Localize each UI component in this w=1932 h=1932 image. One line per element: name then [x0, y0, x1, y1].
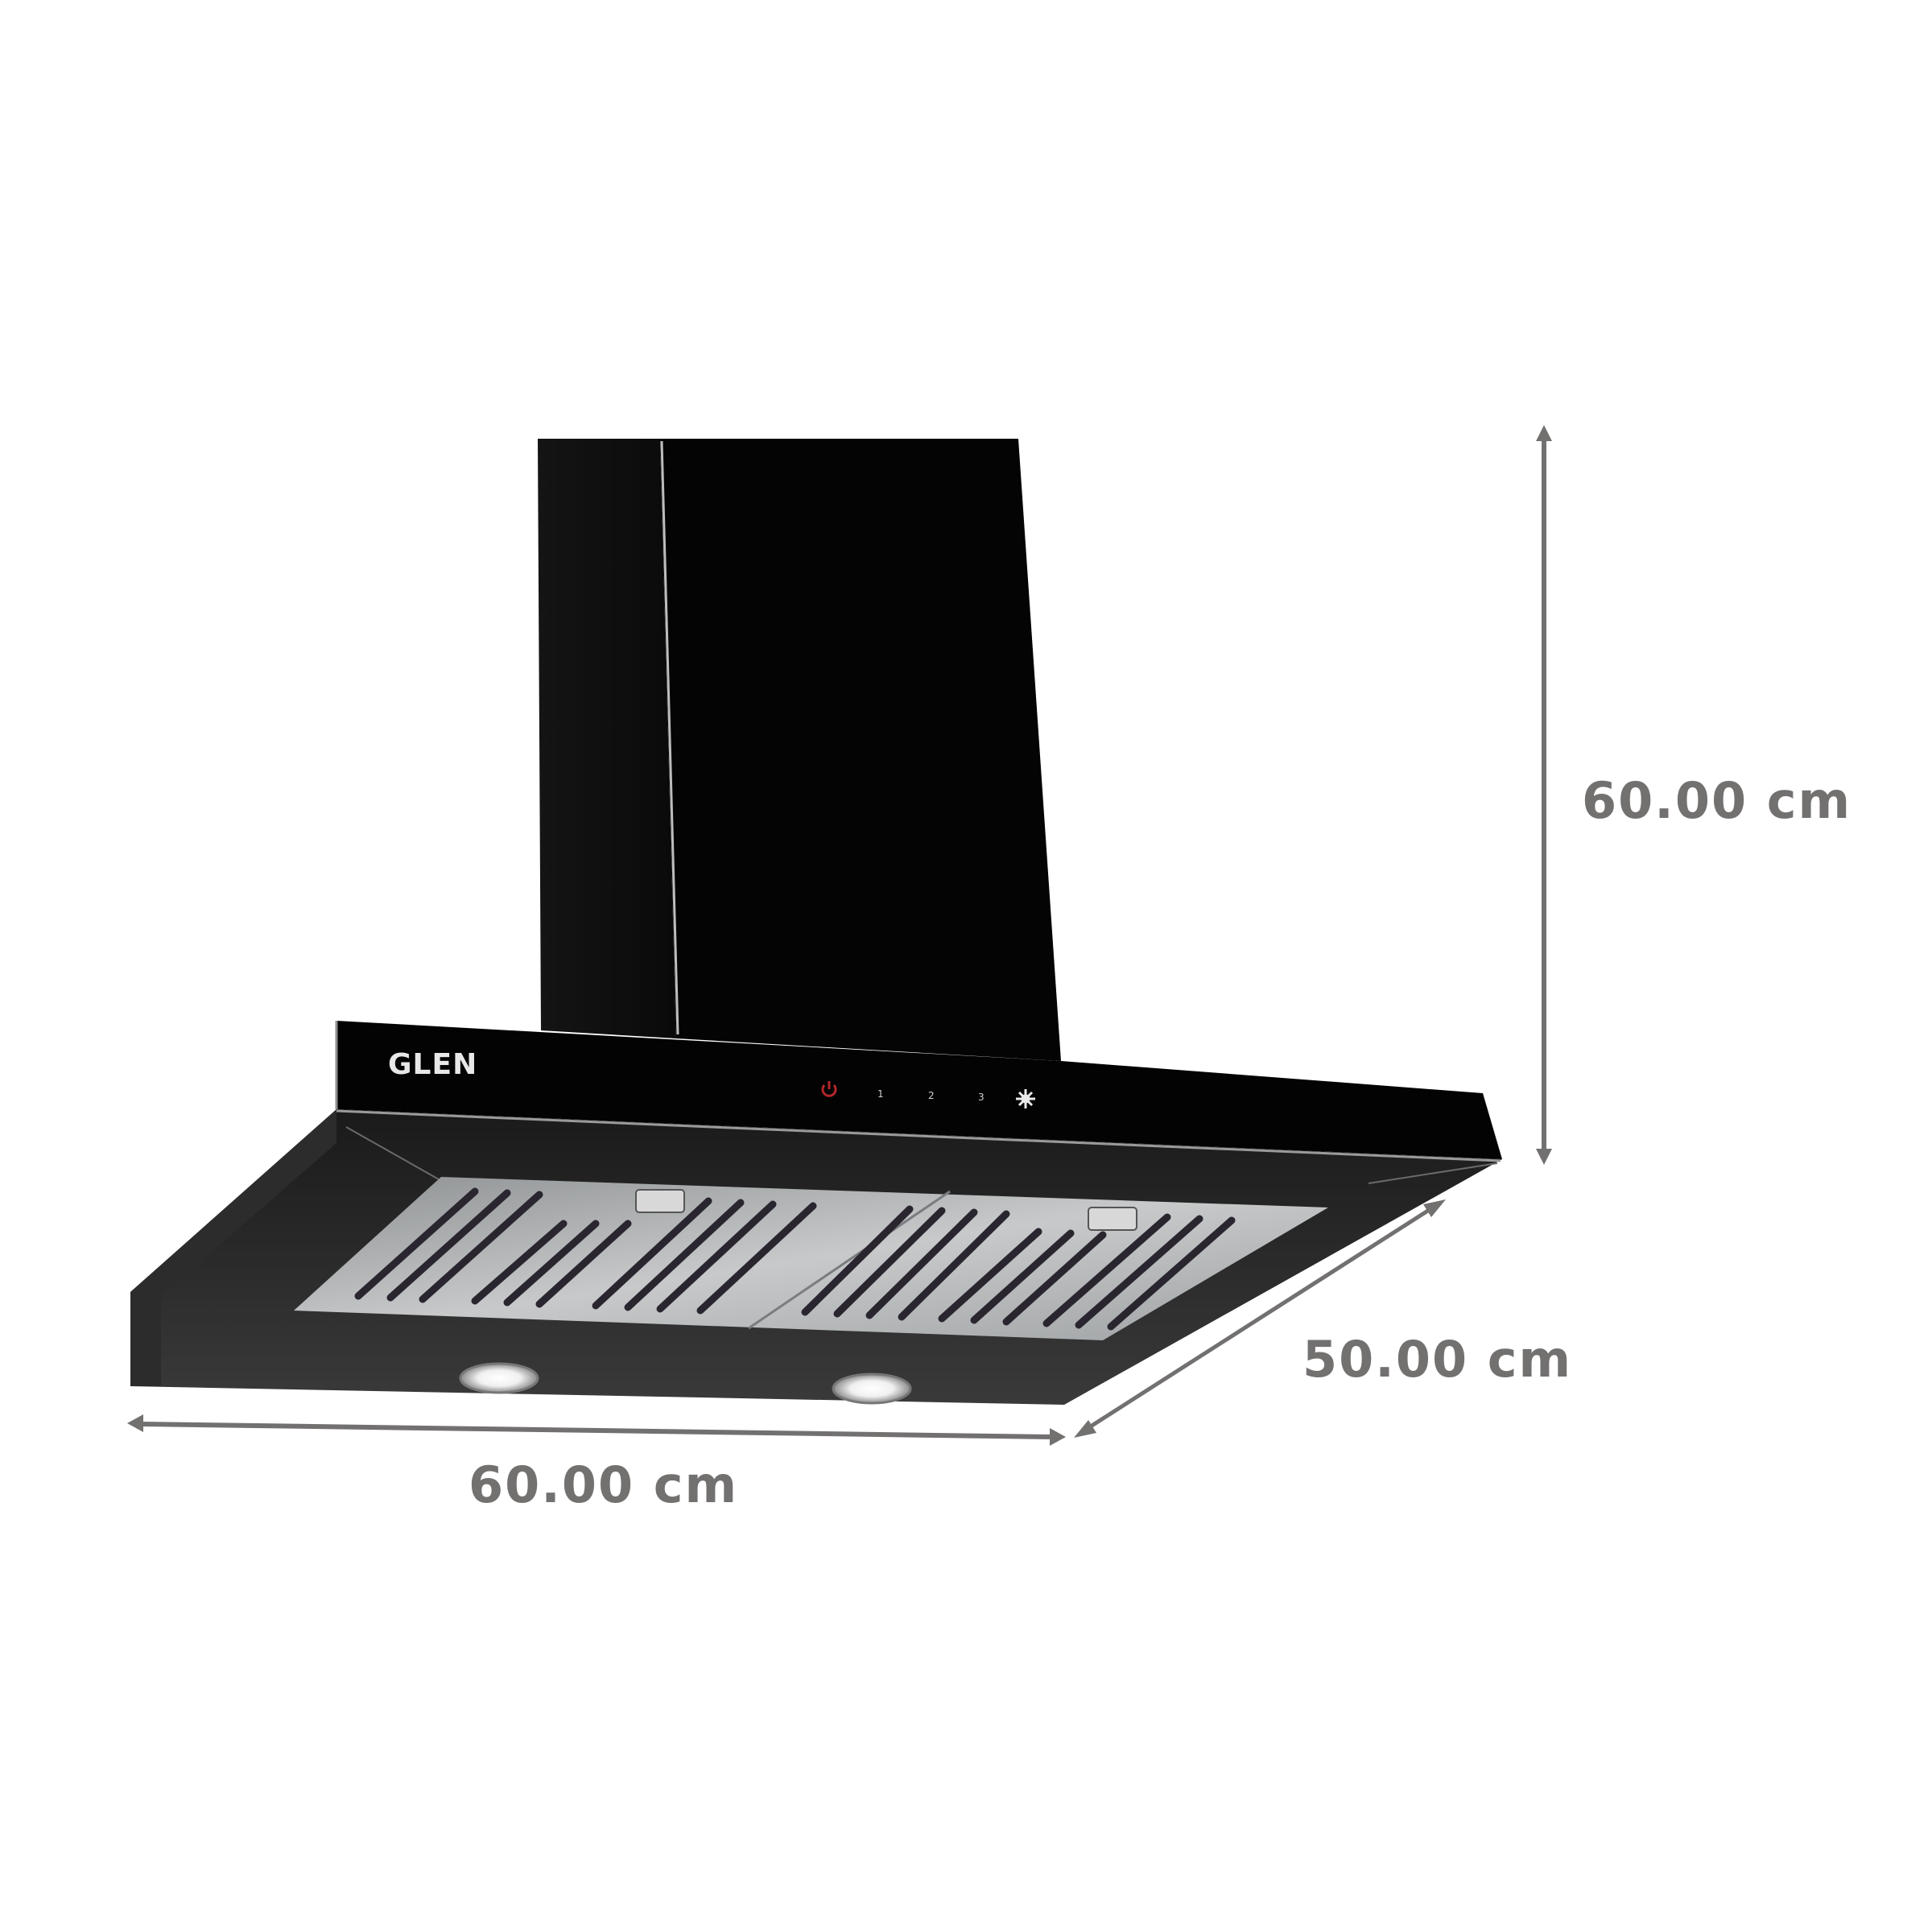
brand-logo: GLEN — [388, 1048, 478, 1081]
power-icon[interactable] — [821, 1081, 837, 1097]
width-dimension-arrow — [127, 1414, 1066, 1446]
speed-1-button[interactable]: 1 — [877, 1088, 884, 1100]
width-dimension-label: 60.00 cm — [469, 1455, 739, 1514]
control-panel — [821, 1081, 1035, 1108]
lamp-right — [832, 1373, 912, 1405]
height-dimension-label: 60.00 cm — [1582, 771, 1852, 830]
light-icon[interactable] — [1016, 1089, 1035, 1108]
chimney-duct — [538, 439, 1061, 1061]
filter-handle-left — [635, 1189, 685, 1213]
grease-filter-panel — [294, 1177, 1328, 1340]
lamp-left — [459, 1362, 539, 1394]
speed-3-button[interactable]: 3 — [978, 1092, 985, 1103]
depth-dimension-label: 50.00 cm — [1302, 1330, 1573, 1389]
speed-2-button[interactable]: 2 — [928, 1090, 935, 1101]
canopy-front-glass — [335, 1021, 1502, 1159]
filter-handle-right — [1088, 1207, 1137, 1231]
height-dimension-arrow — [1536, 425, 1552, 1165]
depth-dimension-arrow — [1074, 1199, 1446, 1438]
